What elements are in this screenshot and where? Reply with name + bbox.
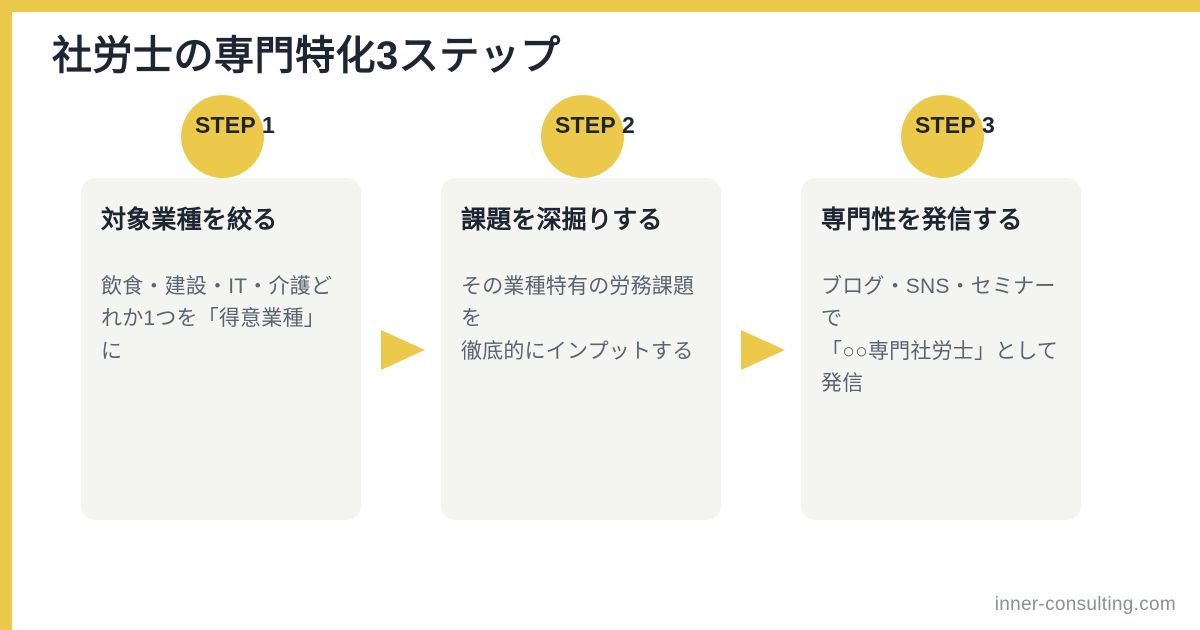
accent-bar-top: [0, 0, 1200, 12]
step-item-2: STEP 2 課題を深掘りする その業種特有の労務課題を 徹底的にインプットする: [441, 95, 721, 520]
step-badge-3: STEP 3: [901, 95, 1081, 178]
step-badge-label: STEP 2: [555, 112, 636, 138]
step-card-title: 専門性を発信する: [821, 206, 1023, 234]
step-badge-label: STEP 1: [195, 112, 276, 138]
step-card-title: 対象業種を絞る: [101, 206, 278, 234]
step-card-3: 専門性を発信する ブログ・SNS・セミナーで 「○○専門社労士」として発信: [801, 178, 1081, 520]
circle-icon: [541, 95, 624, 178]
triangle-right-icon: [381, 330, 425, 370]
step-badge-label: STEP 3: [915, 112, 996, 138]
step-card-1: 対象業種を絞る 飲食・建設・IT・介護どれか1つを「得意業種」に: [81, 178, 361, 520]
step-card-body: 飲食・建設・IT・介護どれか1つを「得意業種」に: [101, 274, 333, 363]
circle-icon: [181, 95, 264, 178]
footer-site-label: inner-consulting.com: [994, 594, 1176, 615]
circle-icon: [901, 95, 984, 178]
page-title: 社労士の専門特化3ステップ: [52, 34, 561, 78]
accent-bar-left: [0, 0, 12, 630]
step-badge-2: STEP 2: [541, 95, 721, 178]
step-item-3: STEP 3 専門性を発信する ブログ・SNS・セミナーで 「○○専門社労士」と…: [801, 95, 1081, 520]
step-badge-1: STEP 1: [181, 95, 361, 178]
step-card-title: 課題を深掘りする: [461, 206, 663, 234]
step-item-1: STEP 1 対象業種を絞る 飲食・建設・IT・介護どれか1つを「得意業種」に: [81, 95, 361, 520]
step-card-body: ブログ・SNS・セミナーで 「○○専門社労士」として発信: [821, 274, 1059, 396]
step-card-2: 課題を深掘りする その業種特有の労務課題を 徹底的にインプットする: [441, 178, 721, 520]
step-card-body: その業種特有の労務課題を 徹底的にインプットする: [461, 274, 695, 363]
triangle-right-icon: [741, 330, 785, 370]
